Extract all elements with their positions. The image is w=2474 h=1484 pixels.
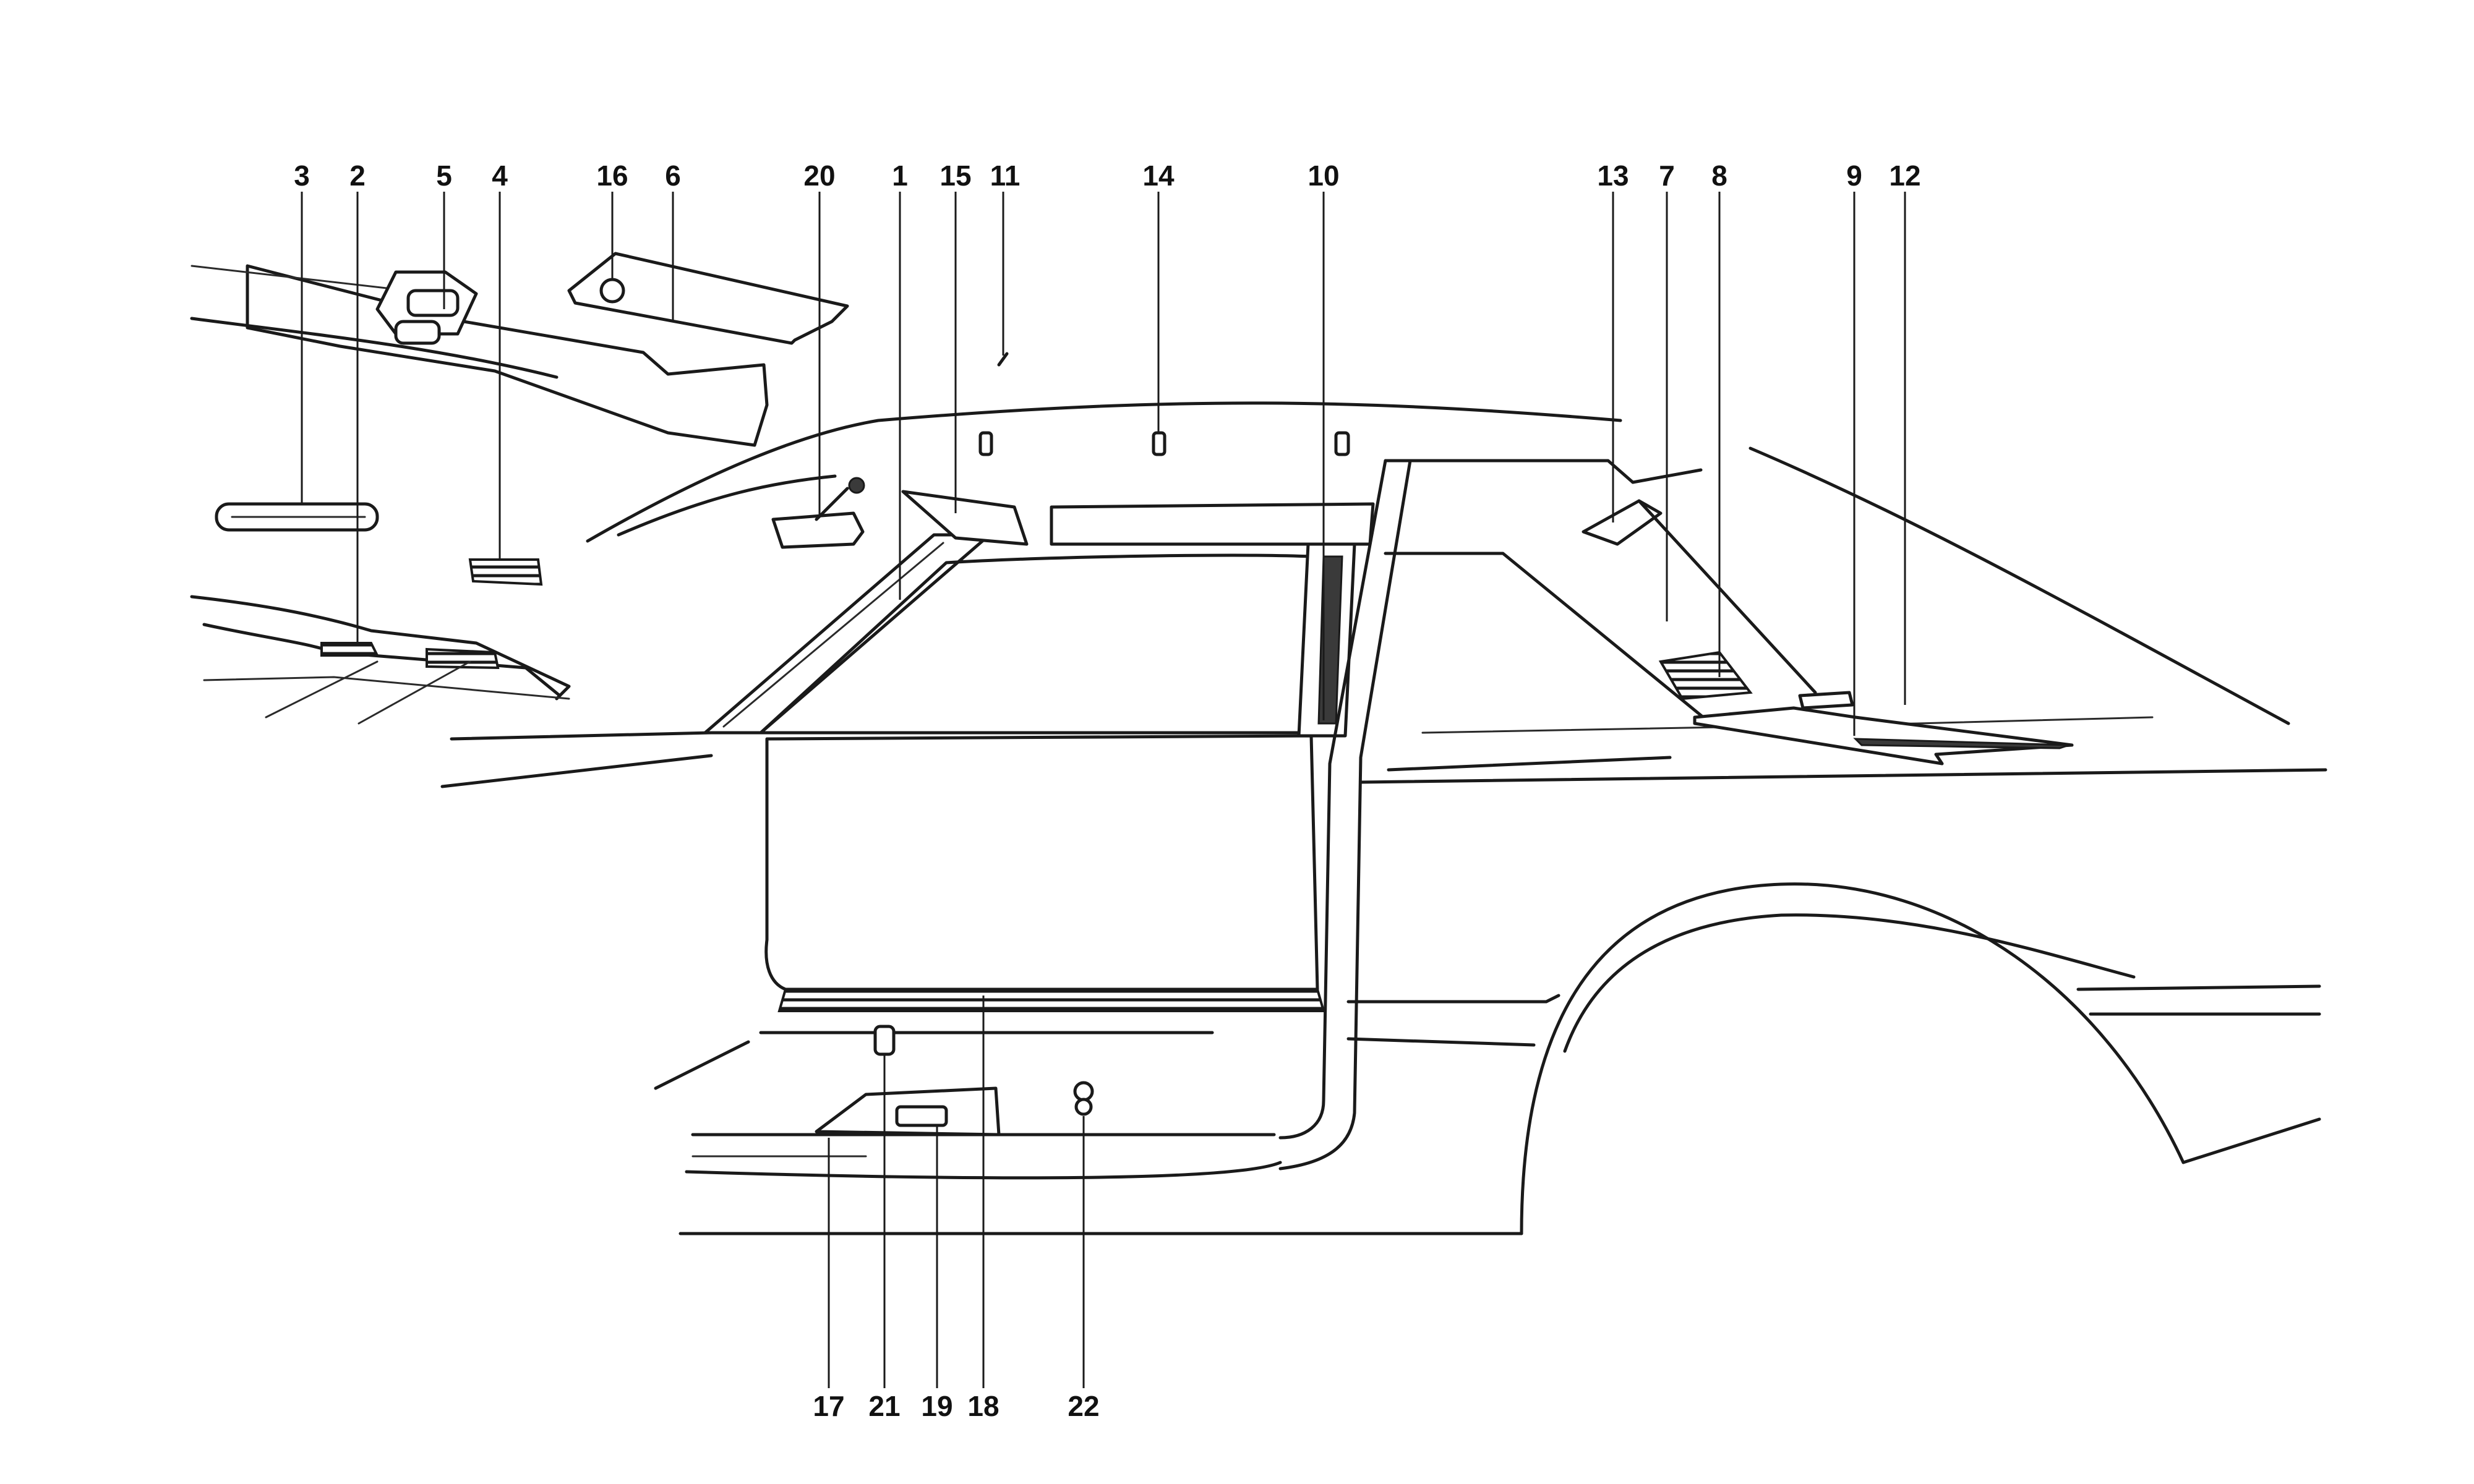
callout-17: 17 bbox=[813, 1390, 844, 1422]
callout-8: 8 bbox=[1711, 160, 1727, 192]
callout-9: 9 bbox=[1846, 160, 1862, 192]
callout-21: 21 bbox=[868, 1390, 900, 1422]
callout-15: 15 bbox=[940, 160, 971, 192]
callout-3: 3 bbox=[294, 160, 310, 192]
callout-16: 16 bbox=[596, 160, 628, 192]
rear-quarter-section bbox=[1387, 468, 2074, 772]
callout-2: 2 bbox=[349, 160, 366, 192]
callout-7: 7 bbox=[1659, 160, 1675, 192]
callout-13: 13 bbox=[1597, 160, 1629, 192]
callout-5: 5 bbox=[436, 160, 452, 192]
callout-19: 19 bbox=[921, 1390, 952, 1422]
callout-11: 11 bbox=[990, 160, 1021, 192]
callout-1: 1 bbox=[892, 160, 908, 192]
callout-10: 10 bbox=[1308, 160, 1339, 192]
callout-18: 18 bbox=[967, 1390, 999, 1422]
callout-14: 14 bbox=[1142, 160, 1175, 192]
upper-parts bbox=[190, 252, 1350, 1136]
door-assembly bbox=[703, 459, 1709, 1171]
callout-labels: 3 2 5 4 16 6 20 1 15 11 14 10 13 7 8 9 1… bbox=[294, 160, 1920, 1422]
car-body-outline bbox=[440, 401, 2327, 1235]
callout-22: 22 bbox=[1068, 1390, 1099, 1422]
callout-20: 20 bbox=[803, 160, 835, 192]
callout-6: 6 bbox=[665, 160, 681, 192]
callout-4: 4 bbox=[492, 160, 508, 192]
callout-12: 12 bbox=[1889, 160, 1920, 192]
leader-lines bbox=[301, 192, 1906, 1388]
